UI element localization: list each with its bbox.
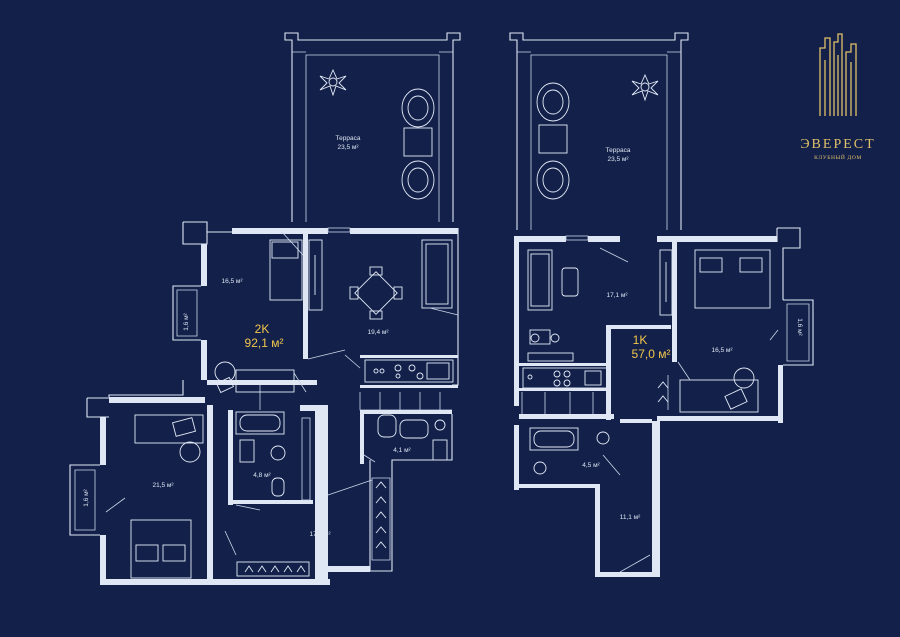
parasol-icon [319,68,347,97]
room-area: 17,2 м² [309,531,331,538]
apartment-area: 92,1 м² [245,336,284,350]
room-area: 17,1 м² [606,292,628,299]
brand-name: ЭВЕРЕСТ [800,137,875,152]
terrace-1k [509,32,689,230]
room-area: 16,5 м² [221,278,243,285]
parasol-icon [631,73,659,102]
tower-logo-icon [819,33,857,116]
brand-logo: ЭВЕРЕСТ КЛУБНЫЙ ДОМ [800,33,875,161]
terrace-area-1k: 23,5 м² [607,156,629,163]
apartment-area: 57,0 м² [632,347,671,361]
balcony-area: 1,6 м² [796,318,803,336]
hanger-icon [657,381,669,403]
terrace-name-2k: Терраса [336,135,361,142]
terrace-name-1k: Терраса [606,147,631,154]
bed-icon [694,249,771,309]
plan-2k [69,32,461,585]
room-area: 4,5 м² [582,462,600,469]
room-area: 19,4 м² [367,329,389,336]
balcony-area: 1,6 м² [83,488,90,506]
brand-tagline: КЛУБНЫЙ ДОМ [814,153,862,161]
apartment-type: 2K [255,322,270,336]
room-area: 11,1 м² [620,514,641,521]
room-labels: Терраса 23,5 м² 16,5 м² 1,6 м² 19,4 м² 2… [83,135,803,538]
apartment-badge-1k: 1K 57,0 м² [632,333,671,361]
room-area: 4,8 м² [253,472,271,479]
bed-icon [130,519,192,579]
terrace-2k [284,32,461,222]
apartment-badge-2k: 2K 92,1 м² [245,322,284,350]
plan-1k [509,32,814,577]
room-area: 4,1 м² [393,447,411,454]
room-area: 16,5 м² [711,347,733,354]
apartment-type: 1K [633,333,648,347]
balcony-area: 1,6 м² [183,312,190,330]
dining-table-icon [349,266,403,320]
terrace-area-2k: 23,5 м² [337,144,359,151]
room-area: 21,5 м² [152,482,174,489]
